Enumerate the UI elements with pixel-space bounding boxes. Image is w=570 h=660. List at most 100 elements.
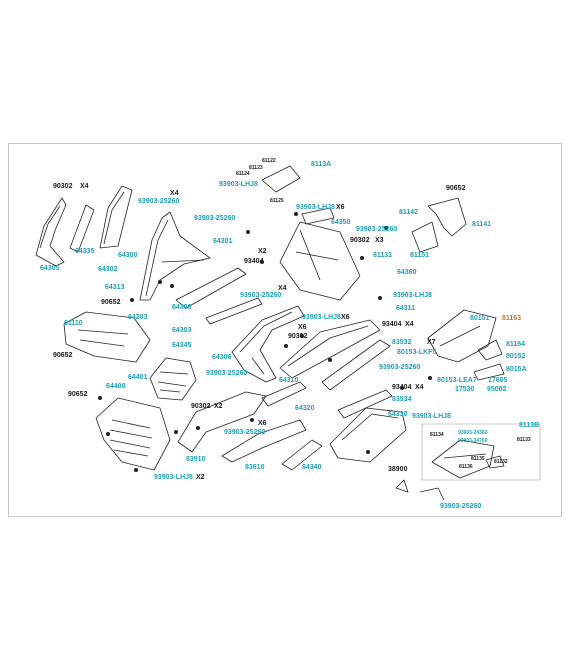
label-81125: 81125 — [270, 198, 284, 204]
label-93903-lhj8: 93903-LHJ8 — [296, 204, 335, 211]
label-90652: 90652 — [446, 185, 466, 192]
taillight-8113B — [431, 439, 495, 479]
label-qty-x4: X4 — [405, 321, 414, 328]
label-90652: 90652 — [101, 299, 121, 306]
label-64306: 64306 — [212, 354, 232, 361]
label-64203: 64203 — [128, 314, 148, 321]
label-64350: 64350 — [331, 219, 351, 226]
floor-64310 — [279, 319, 381, 379]
inner-cover-64300b — [175, 267, 247, 309]
label-64335: 64335 — [75, 248, 95, 255]
part-64350 — [301, 207, 335, 225]
label-64313: 64313 — [105, 284, 125, 291]
trim-64303 — [205, 297, 263, 325]
label-90302: 90302 — [288, 333, 308, 340]
label-93903-24360: 93903-24360 — [458, 430, 488, 436]
label-qty-x4: X4 — [415, 384, 424, 391]
label-qty-x6: X6 — [298, 324, 307, 331]
label-83534: 83534 — [392, 396, 412, 403]
label-64311: 64311 — [396, 305, 416, 312]
label-81151: 81151 — [410, 252, 430, 259]
grille-64401 — [149, 357, 197, 401]
label-90302: 90302 — [53, 183, 73, 190]
label-80152: 80152 — [506, 353, 526, 360]
label-81135: 81135 — [471, 456, 485, 462]
label-93404: 93404 — [244, 258, 264, 265]
floor-side-83910 — [177, 391, 267, 453]
label-93903-25260: 93903-25260 — [194, 215, 236, 222]
label-qty-x2: X2 — [196, 474, 205, 481]
label-83610: 83610 — [245, 464, 265, 471]
front-cover-64300 — [99, 185, 133, 249]
rail-83532 — [321, 339, 391, 391]
label-8113A: 8113A — [311, 161, 332, 168]
label-qty-x2: X2 — [258, 248, 267, 255]
bracket-81151 — [411, 221, 439, 253]
part-8015A — [473, 363, 505, 381]
strip-64302 — [69, 204, 95, 253]
label-93903-25260: 93903-25260 — [138, 198, 180, 205]
label-90302: 90302 — [191, 403, 211, 410]
label-80153-lea7: 80153-LEA7 — [437, 377, 477, 384]
lamp-8113A — [261, 165, 301, 193]
label-81141: 81141 — [472, 221, 492, 228]
label-qty-x2: X2 — [214, 403, 223, 410]
label-93903-25260: 93903-25260 — [240, 292, 282, 299]
label-64340: 64340 — [302, 464, 322, 471]
label-17685: 17685 — [488, 377, 508, 384]
label-64320: 64320 — [295, 405, 315, 412]
label-93404: 93404 — [382, 321, 402, 328]
part-81132 — [485, 455, 505, 469]
label-93903-lhj8: 93903-LHJ8 — [393, 292, 432, 299]
step-83610 — [221, 419, 307, 463]
part-38900 — [395, 479, 409, 493]
label-64401: 64401 — [128, 374, 148, 381]
label-93903-lhj8: 93903-LHJ8 — [412, 413, 451, 420]
trim-64320 — [261, 381, 307, 407]
label-90652: 90652 — [68, 391, 88, 398]
label-93903-25260: 93903-25260 — [379, 364, 421, 371]
rear-fender-80151 — [427, 309, 497, 363]
label-64360: 64360 — [397, 269, 417, 276]
label-93903-lhj8: 93903-LHJ8 — [219, 181, 258, 188]
label-90652: 90652 — [53, 352, 73, 359]
label-qty-x4: X4 — [278, 285, 287, 292]
part-80152 — [477, 339, 503, 361]
label-64301: 64301 — [213, 238, 233, 245]
label-81123: 81123 — [249, 165, 263, 171]
label-81124: 81124 — [236, 171, 250, 177]
floor-mat-64330 — [329, 407, 407, 463]
label-93903-25260: 93903-25260 — [440, 503, 482, 510]
side-panel-64306 — [231, 305, 305, 383]
label-qty-x4: X4 — [80, 183, 89, 190]
label-93404: 93404 — [392, 384, 412, 391]
bracket-81141 — [427, 197, 467, 237]
part-64340 — [281, 439, 323, 471]
label-64310: 64310 — [279, 377, 299, 384]
front-panel-64301 — [139, 211, 211, 301]
tank-61110 — [63, 311, 151, 363]
label-8113B: 8113B — [519, 422, 540, 429]
diagram-frame — [8, 143, 562, 517]
label-93903-25260: 93903-25260 — [356, 226, 398, 233]
label-90302: 90302 — [350, 237, 370, 244]
label-81163: 81163 — [502, 315, 522, 322]
label-81136: 81136 — [459, 464, 473, 470]
inner-box-64311 — [279, 221, 361, 301]
label-17530: 17530 — [455, 386, 475, 393]
label-81131: 81131 — [373, 252, 393, 259]
label-93903-34760: 93903-34760 — [458, 438, 488, 444]
side-trim-64305 — [35, 197, 67, 267]
label-93903-25260: 93903-25260 — [224, 429, 266, 436]
label-64400: 64400 — [106, 383, 126, 390]
label-80151: 80151 — [470, 315, 490, 322]
label-qty-x6: X6 — [341, 314, 350, 321]
label-qty-x4: X4 — [170, 190, 179, 197]
label-80153-lkf5: 80153-LKF5 — [397, 349, 437, 356]
label-qty-x7: X7 — [427, 339, 436, 346]
label-qty-x3: X3 — [375, 237, 384, 244]
label-64305: 64305 — [40, 265, 60, 272]
label-64300: 64300 — [172, 304, 192, 311]
label-64300: 64300 — [118, 252, 138, 259]
